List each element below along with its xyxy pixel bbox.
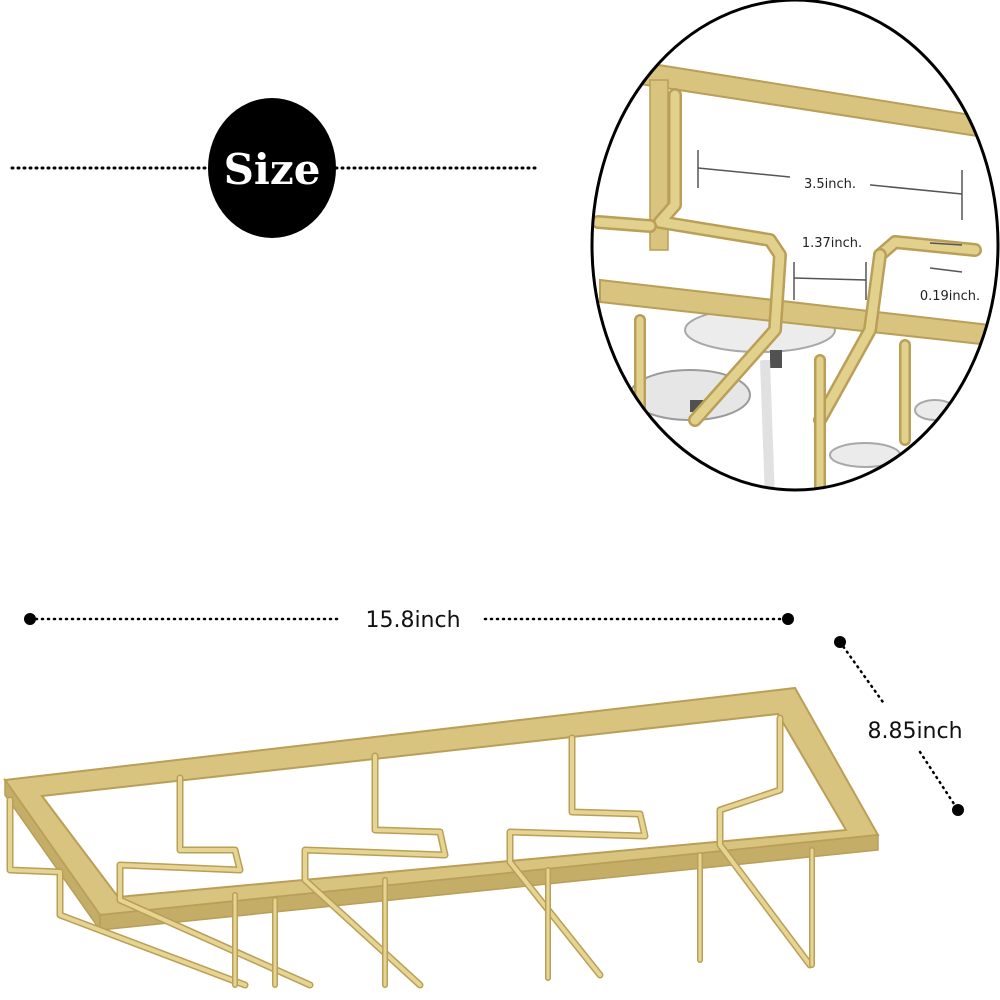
- rack-hanger-rods: [6, 714, 815, 989]
- wine-glass-rack-image: [3, 686, 880, 989]
- measure-slot-spacing: 3.5inch.: [697, 150, 963, 220]
- size-badge-label: Size: [224, 145, 321, 194]
- depth-dimension: 8.85inch: [834, 636, 964, 816]
- detail-lens-border: [590, 0, 1000, 492]
- wine-glass-image: [629, 307, 956, 490]
- measure-rod-thickness: 0.19inch.: [920, 242, 980, 304]
- rod-thickness-label: 0.19inch.: [920, 289, 980, 304]
- detail-hanger-rods: [592, 88, 982, 490]
- detail-lens-content: 3.5inch. 1.37inch. 0.19inch.: [592, 60, 991, 490]
- detail-lens: 3.5inch. 1.37inch. 0.19inch.: [590, 0, 1000, 492]
- measure-slot-opening: 1.37inch.: [793, 236, 867, 300]
- size-badge: [208, 98, 336, 238]
- width-label: 15.8inch: [365, 608, 460, 633]
- width-dimension: 15.8inch: [24, 608, 794, 633]
- size-badge-group: Size: [10, 98, 542, 238]
- depth-label: 8.85inch: [867, 719, 962, 744]
- slot-spacing-label: 3.5inch.: [804, 177, 856, 192]
- slot-opening-label: 1.37inch.: [802, 236, 862, 251]
